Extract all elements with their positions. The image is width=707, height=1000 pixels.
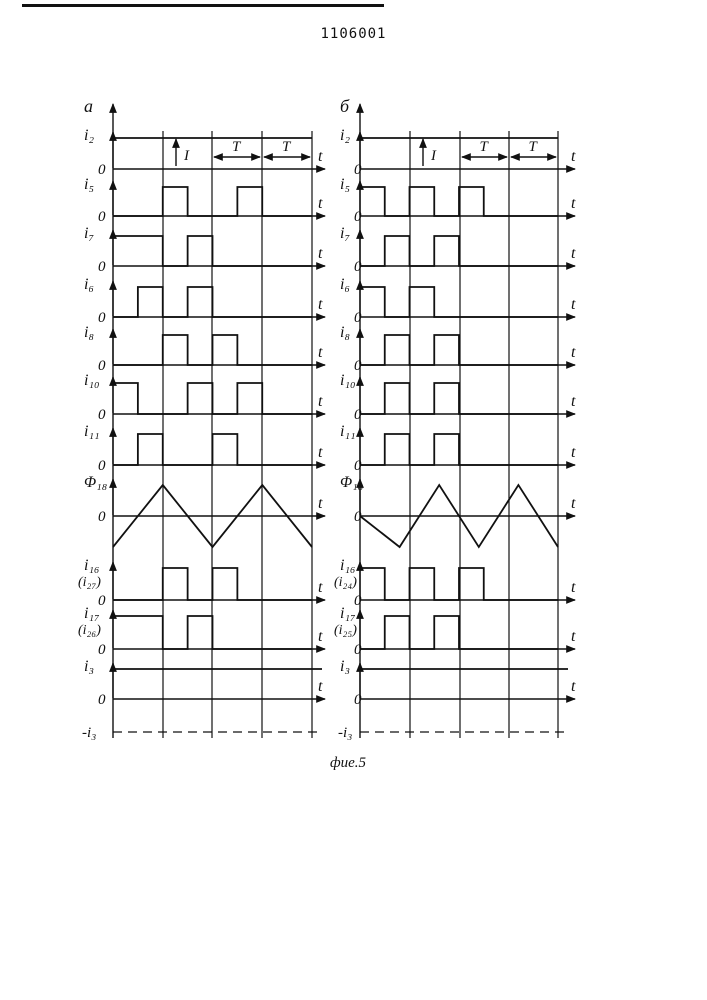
trace-0-zero: 0 [354, 162, 362, 178]
trace-2-t-label: t [318, 245, 323, 262]
figure-caption: фие.5 [330, 755, 367, 771]
T-label: T [529, 139, 539, 155]
trace-0-label: i₂ [340, 127, 350, 144]
trace-0-t-label: t [318, 148, 323, 165]
trace-7-label: Φ₁₈ [84, 474, 107, 491]
trace-4-label: i₈ [84, 324, 94, 341]
trace-6-zero: 0 [354, 458, 362, 474]
trace-5-t-label: t [318, 393, 323, 410]
trace-8-wave [113, 568, 312, 600]
trace-8-label2: (i₂₄) [334, 575, 357, 590]
trace-10-t-label: t [318, 678, 323, 695]
trace-6-t-label: t [318, 444, 323, 461]
trace-10-neg-label: -i₃ [82, 725, 96, 741]
trace-6-t-label: t [571, 444, 576, 461]
trace-2-label: i₇ [84, 225, 94, 242]
trace-2-zero: 0 [98, 259, 106, 275]
trace-10-zero: 0 [98, 692, 106, 708]
panel-b: бITTi₂0ti₅0ti₇0ti₆0ti₈0ti₁₀0ti₁₁0tΦ₁₈0ti… [334, 96, 576, 741]
trace-3-t-label: t [318, 296, 323, 313]
trace-9-zero: 0 [354, 642, 362, 658]
trace-10-label: i₃ [340, 658, 350, 675]
trace-9-label2: (i₂₆) [78, 623, 101, 638]
trace-5-zero: 0 [354, 407, 362, 423]
trace-9-label: i₁₇ [84, 605, 100, 622]
trace-6-label: i₁₁ [340, 423, 356, 440]
panel-a: аITTi₂0ti₅0ti₇0ti₆0ti₈0ti₁₀0ti₁₁0tΦ₁₈0ti… [78, 96, 325, 741]
trace-4-wave [360, 335, 558, 365]
trace-7-t-label: t [571, 495, 576, 512]
trace-3-zero: 0 [98, 310, 106, 326]
trace-9-zero: 0 [98, 642, 106, 658]
trace-10-t-label: t [571, 678, 576, 695]
trace-5-label: i₁₀ [84, 372, 100, 389]
trace-3-zero: 0 [354, 310, 362, 326]
trace-9-label: i₁₇ [340, 605, 356, 622]
trace-5-zero: 0 [98, 407, 106, 423]
trace-8-label: i₁₆ [84, 557, 100, 574]
trace-4-label: i₈ [340, 324, 350, 341]
trace-8-t-label: t [318, 579, 323, 596]
I-label: I [430, 148, 437, 164]
trace-1-t-label: t [571, 195, 576, 212]
trace-7-zero: 0 [98, 509, 106, 525]
trace-9-wave [113, 616, 312, 649]
trace-6-label: i₁₁ [84, 423, 100, 440]
trace-5-wave [360, 383, 558, 414]
trace-8-label2: (i₂₇) [78, 575, 101, 590]
trace-1-zero: 0 [354, 209, 362, 225]
trace-9-wave [360, 616, 558, 649]
trace-0-t-label: t [571, 148, 576, 165]
trace-6-wave [360, 434, 558, 465]
trace-2-wave [360, 236, 558, 266]
trace-0-label: i₂ [84, 127, 94, 144]
trace-10-label: i₃ [84, 658, 94, 675]
trace-5-t-label: t [571, 393, 576, 410]
trace-9-t-label: t [571, 628, 576, 645]
trace-10-zero: 0 [354, 692, 362, 708]
panel-label: а [84, 96, 93, 116]
trace-7-t-label: t [318, 495, 323, 512]
trace-1-label: i₅ [340, 176, 350, 193]
trace-2-wave [113, 236, 312, 266]
trace-3-label: i₆ [340, 276, 350, 293]
trace-5-wave [113, 383, 312, 414]
trace-3-wave [360, 287, 558, 317]
trace-1-zero: 0 [98, 209, 106, 225]
trace-3-t-label: t [571, 296, 576, 313]
trace-2-zero: 0 [354, 259, 362, 275]
trace-6-zero: 0 [98, 458, 106, 474]
trace-9-t-label: t [318, 628, 323, 645]
trace-4-t-label: t [318, 344, 323, 361]
trace-4-wave [113, 335, 312, 365]
T-label: T [232, 139, 242, 155]
trace-0-zero: 0 [98, 162, 106, 178]
trace-3-wave [113, 287, 312, 317]
trace-8-t-label: t [571, 579, 576, 596]
trace-1-label: i₅ [84, 176, 94, 193]
trace-1-wave [360, 187, 558, 216]
trace-2-t-label: t [571, 245, 576, 262]
trace-5-label: i₁₀ [340, 372, 356, 389]
trace-6-wave [113, 434, 312, 465]
trace-2-label: i₇ [340, 225, 350, 242]
trace-4-t-label: t [571, 344, 576, 361]
trace-9-label2: (i₂₅) [334, 623, 357, 638]
trace-10-neg-label: -i₃ [338, 725, 352, 741]
trace-3-label: i₆ [84, 276, 94, 293]
T-label: T [480, 139, 490, 155]
trace-8-wave [360, 568, 558, 600]
trace-1-t-label: t [318, 195, 323, 212]
I-label: I [183, 148, 190, 164]
T-label: T [282, 139, 292, 155]
panel-label: б [340, 96, 350, 116]
trace-8-label: i₁₆ [340, 557, 356, 574]
